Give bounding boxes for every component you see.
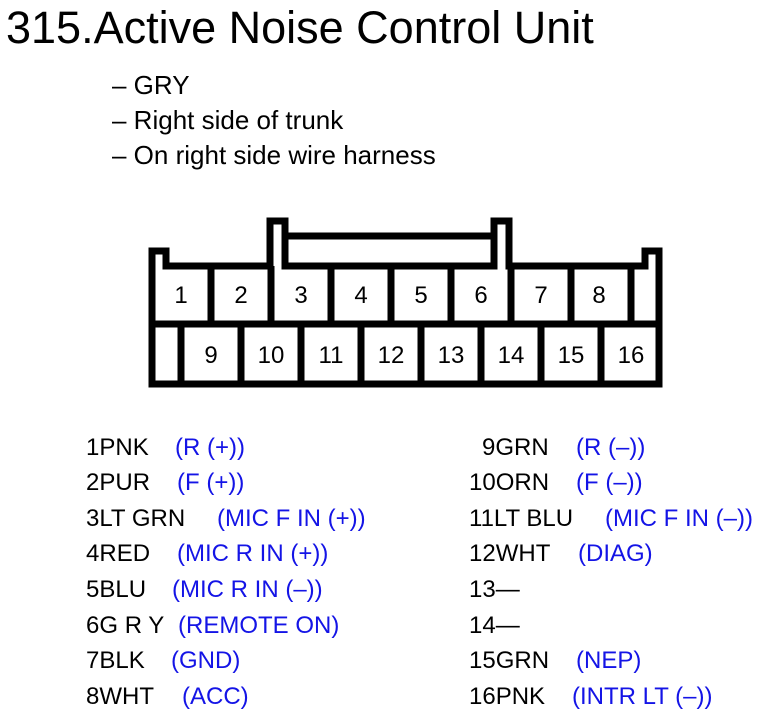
- wire-color: WHT: [495, 540, 551, 567]
- wire-color: BLK: [99, 647, 145, 674]
- note-color: – GRY: [112, 70, 190, 100]
- pin-signal: (R (–)): [576, 434, 646, 461]
- wire-color: LT GRN: [99, 505, 186, 532]
- pin-number: 14: [469, 612, 496, 639]
- pin-row: 1PNK: [86, 433, 149, 463]
- wire-color: G R Y: [99, 612, 165, 639]
- connector-pin-11: 11: [319, 342, 344, 369]
- bottom-row-dividers: [177, 324, 605, 384]
- connector-outline: [148, 217, 663, 388]
- connector-pin-3: 3: [294, 282, 307, 309]
- pin-signal: (MIC F IN (+)): [217, 505, 366, 532]
- pin-row: 8WHT: [86, 682, 154, 712]
- pin-row: 16PNK: [469, 682, 545, 712]
- wire-color: LT BLU: [493, 505, 574, 532]
- wire-color: ORN: [495, 469, 550, 496]
- pin-number: 4: [86, 540, 100, 567]
- pin-signal: (R (+)): [175, 434, 245, 461]
- pin-number: 2: [86, 469, 100, 496]
- pin-number: 15: [469, 647, 496, 674]
- pin-row: 5BLU: [86, 575, 146, 605]
- pin-number: 1: [86, 434, 100, 461]
- connector-pin-13: 13: [438, 342, 465, 369]
- pin-signal: (GND): [171, 647, 241, 674]
- wire-color: PUR: [99, 469, 151, 496]
- pin-number: 16: [469, 683, 496, 710]
- pin-number: 9: [482, 434, 496, 461]
- location-notes: – GRY – Right side of trunk – On right s…: [112, 68, 436, 173]
- wire-color: PNK: [495, 683, 546, 710]
- wire-color: GRN: [495, 434, 549, 461]
- connector-pin-7: 7: [534, 282, 547, 309]
- wire-color: WHT: [99, 683, 155, 710]
- top-row-dividers: [207, 266, 635, 324]
- pin-number: 5: [86, 576, 100, 603]
- connector-pin-16: 16: [618, 342, 645, 369]
- connector-pin-10: 10: [258, 342, 285, 369]
- pin-signal: (NEP): [576, 647, 642, 674]
- pin-number: 10: [469, 469, 496, 496]
- pin-signal: (ACC): [182, 683, 249, 710]
- pin-row: 13—: [469, 575, 520, 605]
- wire-color: —: [495, 612, 520, 639]
- wire-color: GRN: [495, 647, 550, 674]
- pin-signal: (INTR LT (–)): [572, 683, 713, 710]
- pin-row: 3LT GRN: [86, 504, 185, 534]
- connector-pin-9: 9: [204, 342, 217, 369]
- note-location: – Right side of trunk: [112, 105, 344, 135]
- pin-number: 11: [469, 505, 494, 532]
- connector-pin-14: 14: [498, 342, 525, 369]
- pin-row: 12WHT: [469, 539, 550, 569]
- pin-row: 15GRN: [469, 646, 549, 676]
- connector-pin-5: 5: [414, 282, 427, 309]
- pin-signal: (DIAG): [578, 540, 653, 567]
- connector-pin-2: 2: [234, 282, 247, 309]
- connector-pin-8: 8: [592, 282, 605, 309]
- connector-pin-1: 1: [174, 282, 187, 309]
- pin-signal: (MIC F IN (–)): [605, 505, 753, 532]
- pin-signal: (MIC R IN (–)): [172, 576, 323, 603]
- pin-number: 8: [86, 683, 100, 710]
- connector-pin-4: 4: [354, 282, 367, 309]
- pin-number: 12: [469, 540, 496, 567]
- pin-row: 6G R Y: [86, 611, 164, 641]
- wire-color: RED: [99, 540, 151, 567]
- pin-number: 6: [86, 612, 100, 639]
- pin-row: 7BLK: [86, 646, 145, 676]
- wire-color: —: [495, 576, 520, 603]
- connector-pin-12: 12: [378, 342, 405, 369]
- pin-row: 9GRN: [482, 433, 549, 463]
- page-title: 315.Active Noise Control Unit: [6, 2, 594, 53]
- wire-color: BLU: [99, 576, 147, 603]
- pin-row: 2PUR: [86, 468, 150, 498]
- pin-number: 13: [469, 576, 496, 603]
- pin-number: 7: [86, 647, 100, 674]
- pin-row: 4RED: [86, 539, 150, 569]
- connector-pin-15: 15: [558, 342, 585, 369]
- pin-signal: (F (–)): [576, 469, 643, 496]
- pin-signal: (MIC R IN (+)): [177, 540, 329, 567]
- note-harness: – On right side wire harness: [112, 140, 436, 170]
- pin-number: 3: [86, 505, 100, 532]
- pin-signal: (F (+)): [177, 469, 245, 496]
- pin-row: 10ORN: [469, 468, 549, 498]
- pin-signal: (REMOTE ON): [178, 612, 340, 639]
- pin-row: 11LT BLU: [469, 504, 573, 534]
- connector-pin-6: 6: [474, 282, 487, 309]
- pin-row: 14—: [469, 611, 520, 641]
- wire-color: PNK: [99, 434, 149, 461]
